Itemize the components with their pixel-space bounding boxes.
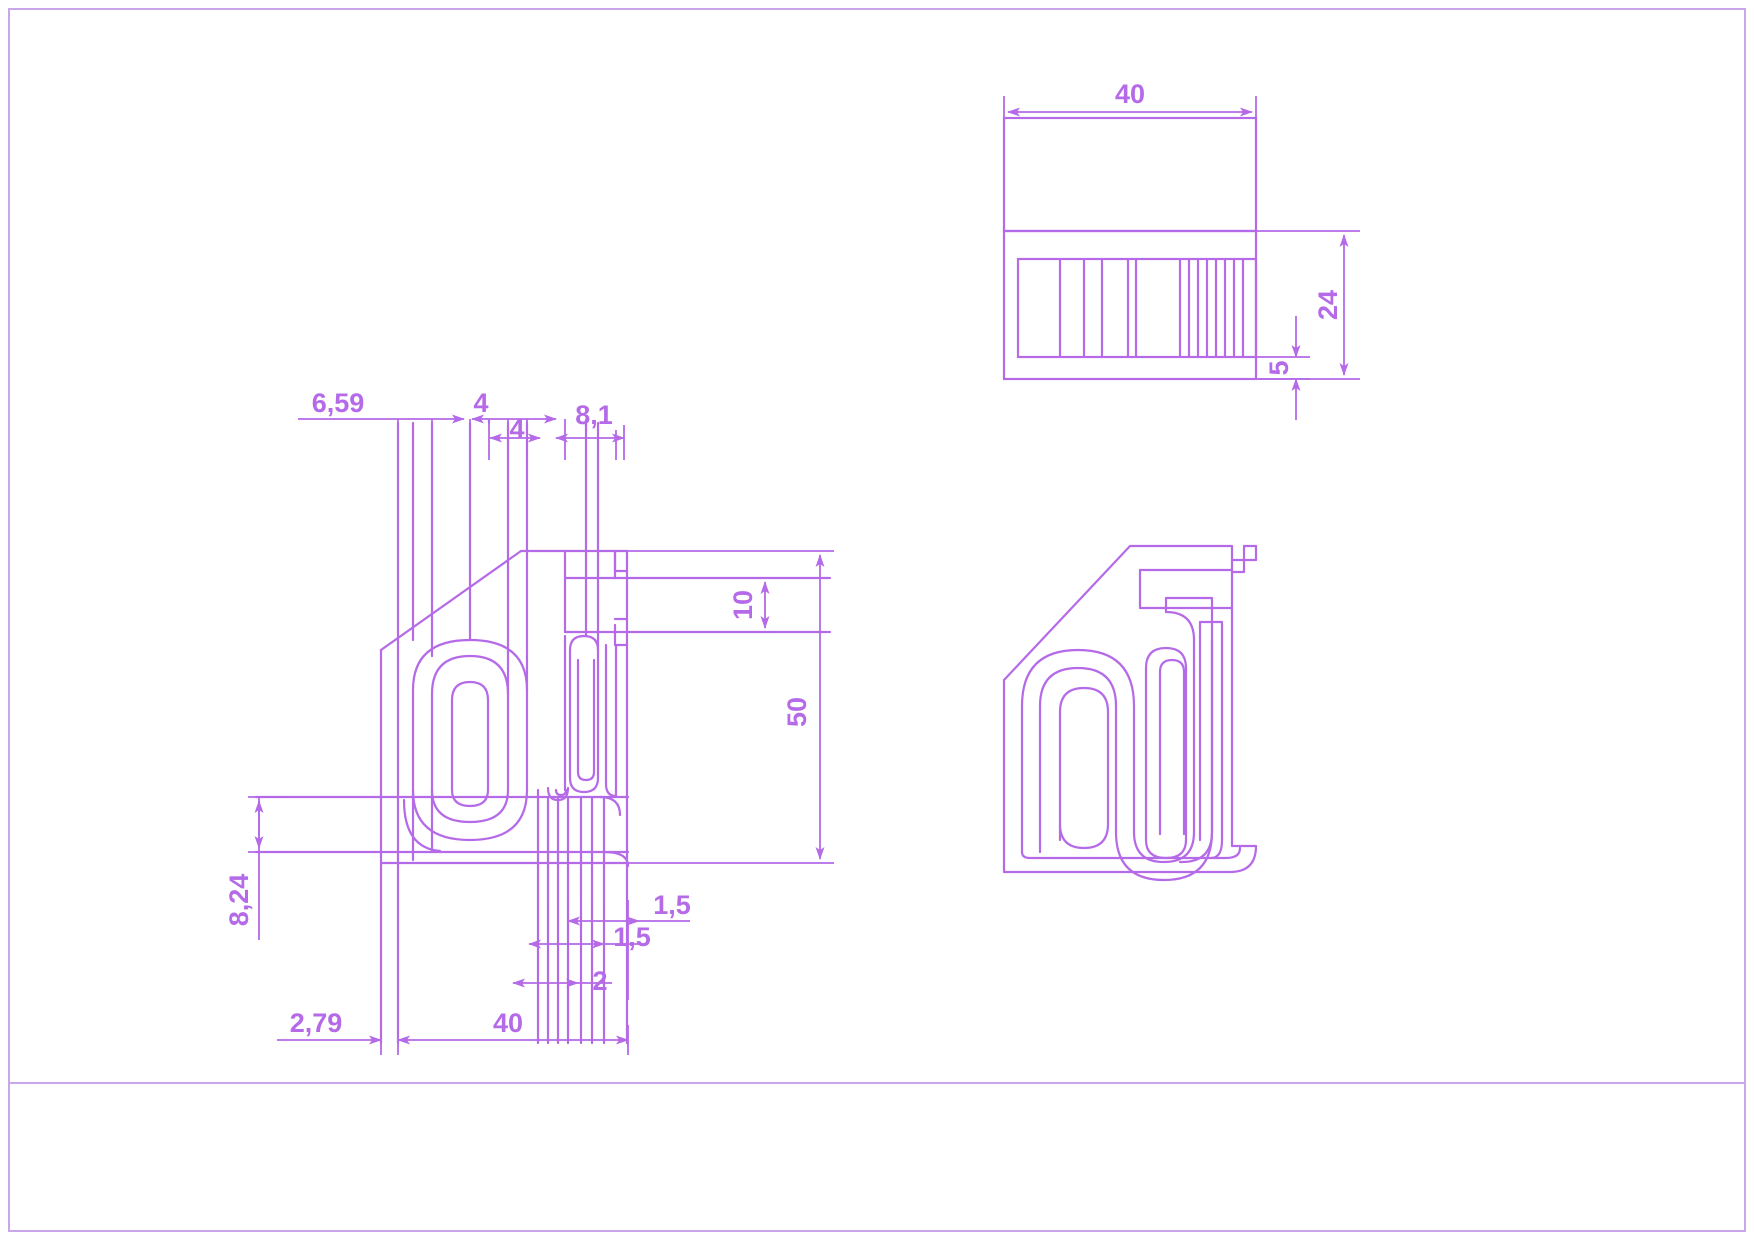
dimension-chain-top [298,414,625,460]
dimension-label-2: 2 [592,966,607,996]
dimension-label-40-bottom: 40 [493,1008,523,1038]
dimension-label-50: 50 [782,697,812,727]
sheet-border [8,8,1746,1232]
dimension-overall-height-50 [627,550,834,864]
dimension-row-base [277,1025,629,1055]
dimension-label-15-lower: 1,5 [613,922,651,952]
dimension-label-81: 8,1 [575,400,613,430]
dimension-label-15-upper: 1,5 [653,890,691,920]
main-section-view [254,418,832,1045]
dimension-label-5: 5 [1264,360,1294,375]
top-view-fin-lines [1058,259,1245,357]
top-view [1002,116,1258,381]
profile-view [1002,544,1258,882]
dimension-notch-height [627,577,778,633]
dimension-chain-bottom [512,900,690,1000]
dimension-label-279: 2,79 [290,1008,343,1038]
dimension-top-view-lip [1256,316,1310,420]
dimension-label-40-top: 40 [1115,79,1145,109]
dimension-label-824: 8,24 [224,874,254,927]
dimension-label-10: 10 [728,590,758,620]
dimension-label-4-lower: 4 [509,414,524,444]
dimension-base-thickness [248,796,290,940]
dimension-label-24: 24 [1313,290,1343,320]
dimension-label-4-upper: 4 [473,388,488,418]
dimension-label-659: 6,59 [312,388,365,418]
dimension-top-view-width [1003,96,1257,231]
